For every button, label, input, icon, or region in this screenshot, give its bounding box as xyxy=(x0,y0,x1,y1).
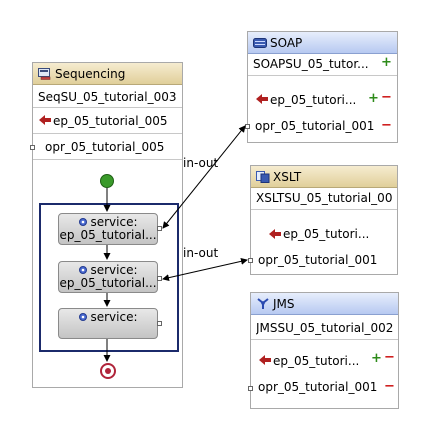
xslt-operation[interactable]: opr_05_tutorial_001 xyxy=(258,253,378,267)
soap-name[interactable]: SOAPSU_05_tutor... xyxy=(253,57,369,71)
soap-endpoint[interactable]: ep_05_tutori... xyxy=(270,93,357,107)
end-node[interactable] xyxy=(100,363,116,379)
xslt-icon xyxy=(256,171,270,183)
remove-icon[interactable]: − xyxy=(384,350,395,365)
jms-operation[interactable]: opr_05_tutorial_001 xyxy=(258,380,378,394)
jms-endpoint[interactable]: ep_05_tutori... xyxy=(273,354,360,368)
connection-xslt[interactable] xyxy=(162,257,248,282)
service-node-2[interactable]: service: ep_05_tutorial... xyxy=(58,261,158,293)
add-icon[interactable]: + xyxy=(381,55,392,70)
service-endpoint: ep_05_tutorial... xyxy=(59,228,157,242)
endpoint-provider-icon xyxy=(256,94,268,104)
sequencing-name[interactable]: SeqSU_05_tutorial_003 xyxy=(38,90,177,104)
service-node-3[interactable]: service: xyxy=(58,308,158,339)
soap-component[interactable]: SOAP SOAPSU_05_tutor... + ep_05_tutori..… xyxy=(245,31,398,143)
jms-title: JMS xyxy=(273,297,295,311)
gear-icon xyxy=(79,313,88,321)
jms-operation-port[interactable] xyxy=(248,386,253,391)
xslt-title: XSLT xyxy=(273,170,302,184)
sequencing-operation[interactable]: opr_05_tutorial_005 xyxy=(45,140,165,154)
jms-icon xyxy=(257,298,269,309)
gear-icon xyxy=(79,218,88,226)
service-node-1[interactable]: service: ep_05_tutorial... xyxy=(58,213,158,245)
endpoint-consumer-icon xyxy=(39,115,51,125)
xslt-component[interactable]: XSLT XSLTSU_05_tutorial_00 ep_05_tutori.… xyxy=(248,165,398,275)
remove-icon[interactable]: − xyxy=(381,90,392,105)
jms-name[interactable]: JMSSU_05_tutorial_002 xyxy=(256,321,394,335)
connection-label-soap: in-out xyxy=(183,156,219,170)
xslt-header[interactable]: XSLT xyxy=(251,166,397,188)
soap-icon xyxy=(253,38,267,48)
soap-title: SOAP xyxy=(270,36,303,50)
sequencing-title: Sequencing xyxy=(55,67,126,81)
service-endpoint: ep_05_tutorial... xyxy=(59,276,157,290)
operation-port[interactable] xyxy=(30,145,35,150)
sequencing-header[interactable]: Sequencing xyxy=(33,63,182,85)
remove-icon[interactable]: − xyxy=(384,379,395,394)
connection-soap[interactable] xyxy=(162,125,246,229)
xslt-operation-port[interactable] xyxy=(248,258,253,263)
sequencing-endpoint[interactable]: ep_05_tutorial_005 xyxy=(53,114,168,128)
service-port-3[interactable] xyxy=(157,321,162,326)
add-icon[interactable]: + xyxy=(368,91,379,106)
jms-header[interactable]: JMS xyxy=(251,293,398,315)
service-label: service: xyxy=(90,310,138,324)
endpoint-provider-icon xyxy=(259,355,271,365)
sequencing-icon xyxy=(38,68,51,80)
endpoint-provider-icon xyxy=(269,229,281,239)
xslt-name[interactable]: XSLTSU_05_tutorial_00 xyxy=(256,191,393,205)
service-label: service: xyxy=(90,263,138,277)
soap-header[interactable]: SOAP xyxy=(248,32,397,54)
soap-operation[interactable]: opr_05_tutorial_001 xyxy=(255,119,375,133)
connection-label-xslt: in-out xyxy=(183,246,219,260)
service-port-2[interactable] xyxy=(157,276,162,281)
gear-icon xyxy=(79,266,88,274)
jms-component[interactable]: JMS JMSSU_05_tutorial_002 ep_05_tutori..… xyxy=(248,292,399,409)
service-port-1[interactable] xyxy=(157,226,162,231)
xslt-endpoint[interactable]: ep_05_tutori... xyxy=(283,227,370,241)
service-label: service: xyxy=(90,215,138,229)
add-icon[interactable]: + xyxy=(371,351,382,366)
start-node[interactable] xyxy=(100,174,114,188)
remove-icon[interactable]: − xyxy=(381,118,392,133)
